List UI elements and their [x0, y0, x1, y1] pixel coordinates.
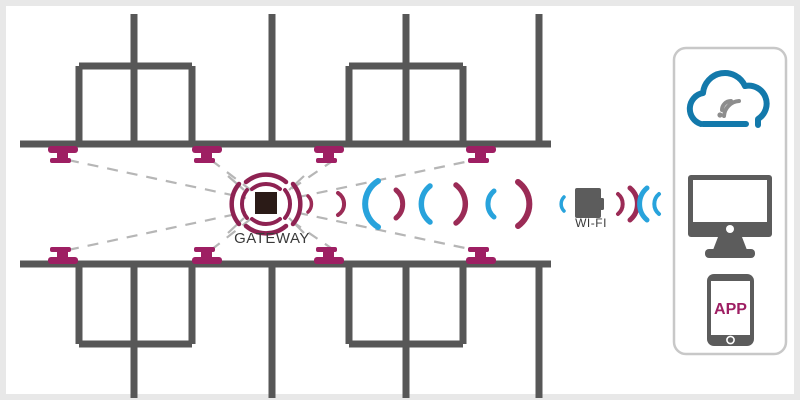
- link-line: [210, 159, 253, 192]
- signal-arc-purple: [616, 192, 625, 216]
- link-line: [67, 210, 247, 252]
- sensor-device[interactable]: [48, 247, 78, 264]
- signal-arc-blue: [652, 192, 661, 216]
- signal-arc-blue: [485, 188, 497, 220]
- cloud-services-panel: APP: [672, 46, 788, 356]
- signal-arc-blue: [418, 183, 433, 225]
- monitor-icon[interactable]: [688, 175, 772, 258]
- sensor-device[interactable]: [192, 247, 222, 264]
- network-diagram: APP: [20, 14, 788, 398]
- app-label-text: APP: [714, 301, 747, 318]
- signal-arc-purple: [515, 179, 533, 229]
- floor-plan-top-walls: [20, 14, 551, 148]
- link-line: [293, 210, 485, 254]
- smartphone-icon[interactable]: APP: [707, 274, 754, 346]
- gateway-core: [255, 192, 277, 214]
- signal-arc-purple: [393, 187, 406, 221]
- signal-arc-blue: [637, 185, 650, 223]
- sensor-device[interactable]: [314, 247, 344, 264]
- floor-plan: [20, 14, 551, 398]
- sensor-group-bottom: [48, 247, 496, 264]
- gateway-label: GATEWAY: [234, 230, 310, 247]
- cloud-icon[interactable]: [686, 70, 770, 128]
- gateway-device[interactable]: [227, 172, 305, 236]
- wifi-label: WI-FI: [575, 216, 607, 230]
- sensor-device[interactable]: [48, 146, 78, 163]
- signal-arc-purple: [306, 194, 314, 214]
- signal-wave-chain: [306, 178, 661, 230]
- sensor-group-top: [48, 146, 496, 163]
- signal-arc-purple: [336, 191, 346, 217]
- sensor-device[interactable]: [314, 146, 344, 163]
- sensor-device[interactable]: [192, 146, 222, 163]
- link-line: [293, 156, 485, 200]
- signal-arc-blue: [559, 195, 566, 213]
- link-line: [210, 217, 253, 251]
- link-line: [67, 158, 247, 200]
- sensor-device[interactable]: [466, 247, 496, 264]
- signal-arc-purple: [453, 182, 469, 226]
- signal-arc-blue: [362, 178, 381, 230]
- gateway-waves: [229, 172, 303, 236]
- gateway-spokes: [227, 175, 305, 234]
- wifi-router-icon[interactable]: [575, 188, 604, 218]
- cloud-wifi-waves: [717, 99, 741, 118]
- floor-plan-bottom-walls: [20, 260, 551, 398]
- sensor-device[interactable]: [466, 146, 496, 163]
